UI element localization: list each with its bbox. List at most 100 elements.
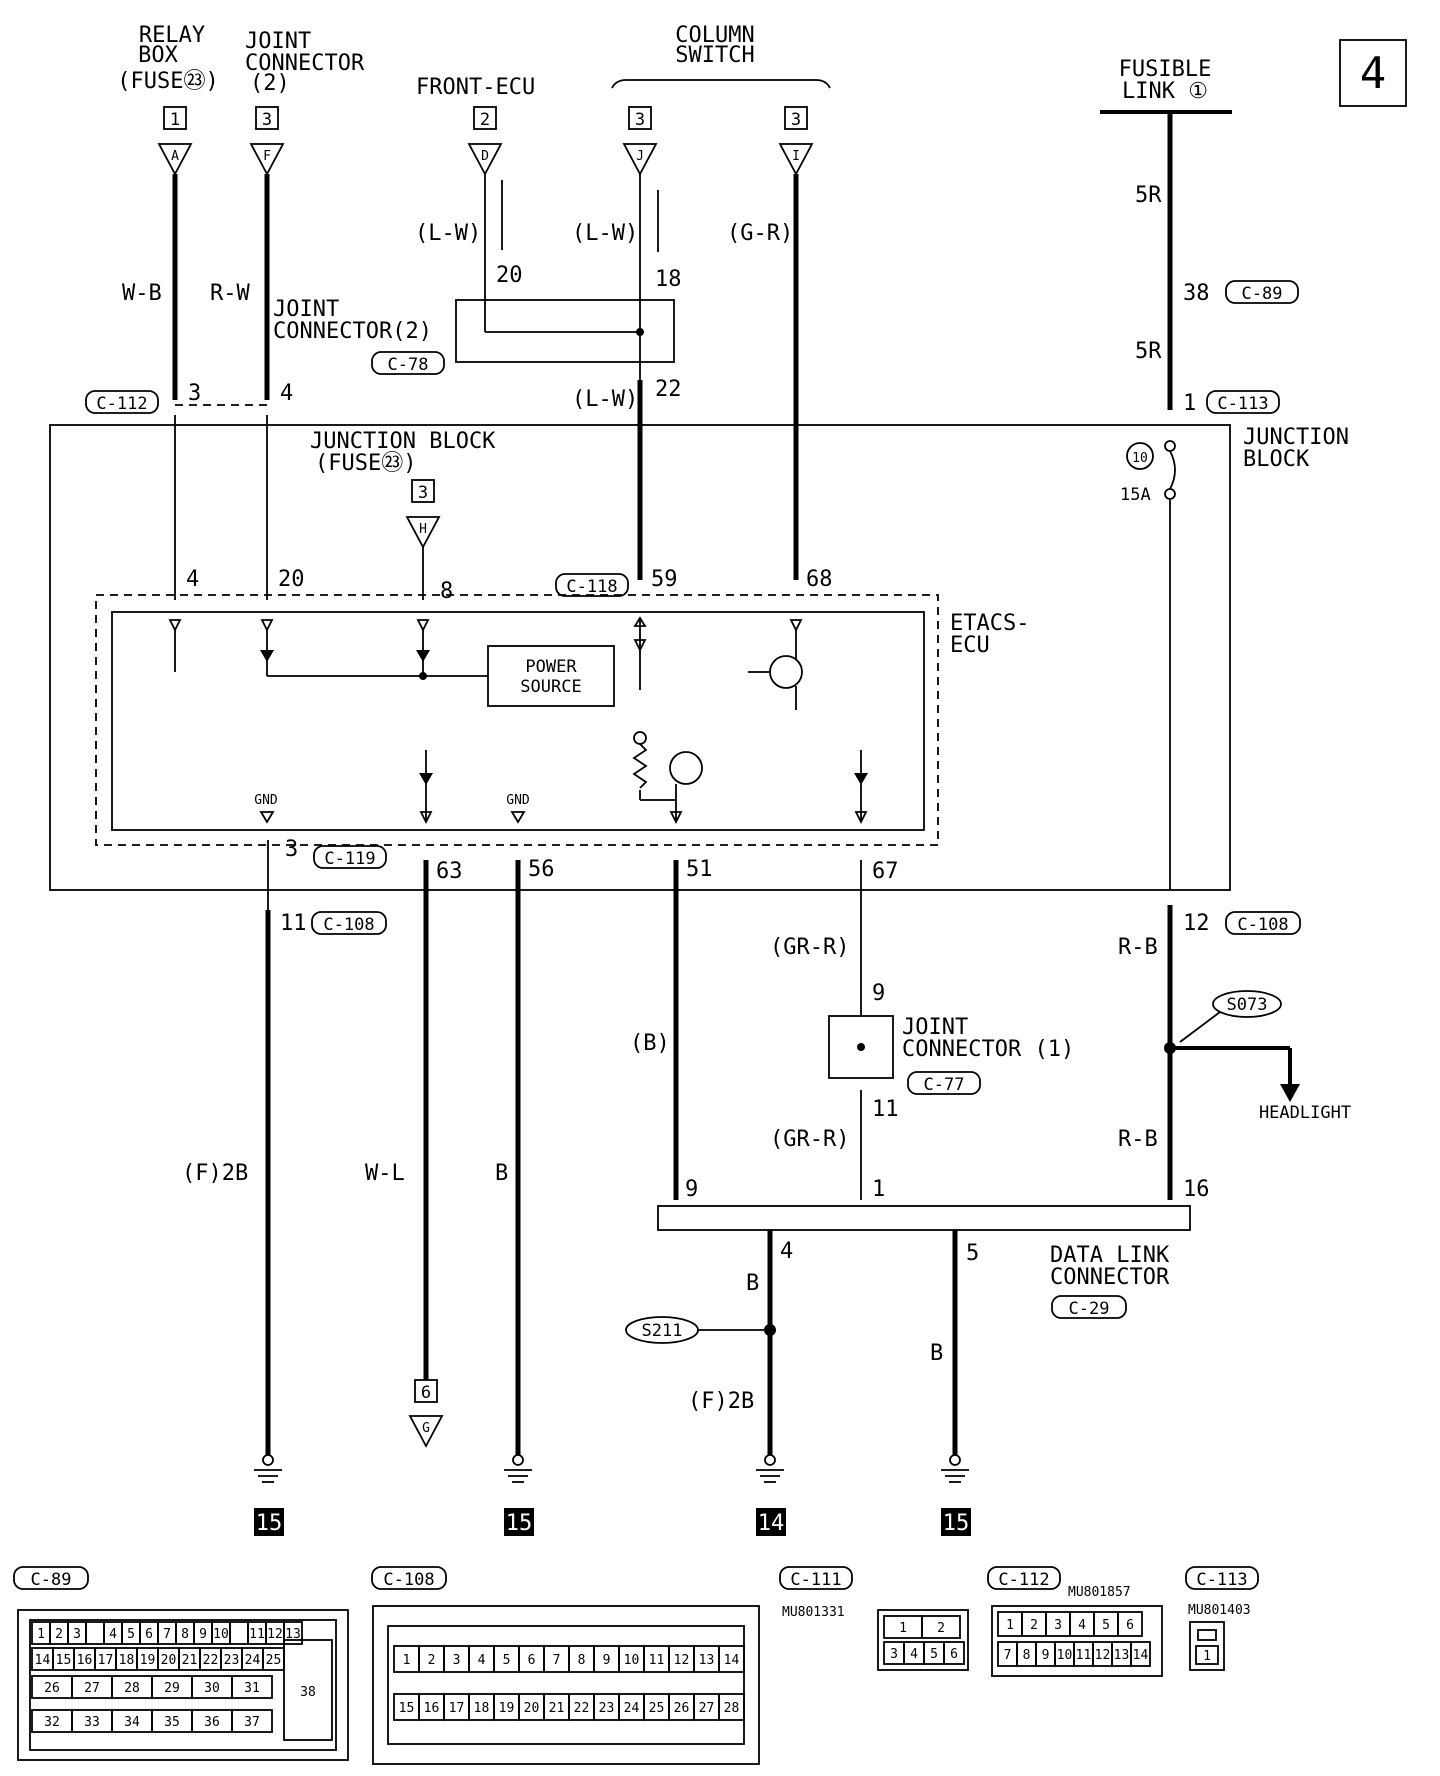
svg-text:C-108: C-108 bbox=[1237, 915, 1288, 935]
pin-cell bbox=[718, 1645, 745, 1673]
pin-label: 13 bbox=[1114, 1648, 1130, 1663]
svg-text:S073: S073 bbox=[1227, 995, 1268, 1015]
pin-label: 6 bbox=[950, 1647, 958, 1662]
svg-text:(L-W): (L-W) bbox=[572, 387, 638, 412]
svg-text:JOINT: JOINT bbox=[902, 1015, 968, 1040]
svg-text:5R: 5R bbox=[1135, 339, 1162, 364]
pin-label: 22 bbox=[574, 1701, 590, 1716]
svg-text:SOURCE: SOURCE bbox=[520, 677, 581, 697]
pin-label: 23 bbox=[224, 1653, 240, 1668]
wires bbox=[172, 112, 1300, 1455]
pin-label: 21 bbox=[549, 1701, 565, 1716]
etacs-ecu: ETACS- ECU POWER SOURCE GND GND bbox=[95, 594, 1029, 846]
svg-text:12: 12 bbox=[1183, 911, 1210, 936]
ref-front-ecu: 2 D bbox=[467, 106, 503, 176]
pin-label: 9 bbox=[603, 1653, 611, 1668]
svg-text:14: 14 bbox=[758, 1511, 785, 1536]
svg-text:3: 3 bbox=[285, 837, 298, 862]
svg-text:11: 11 bbox=[872, 1097, 899, 1122]
pin-label: 13 bbox=[285, 1627, 301, 1642]
svg-text:C-113: C-113 bbox=[1217, 394, 1268, 414]
svg-text:SWITCH: SWITCH bbox=[675, 43, 754, 68]
svg-text:15: 15 bbox=[943, 1511, 970, 1536]
pin-label: 7 bbox=[163, 1627, 171, 1642]
pin-label: 5 bbox=[503, 1653, 511, 1668]
svg-text:JUNCTION: JUNCTION bbox=[1243, 425, 1349, 450]
svg-text:C-119: C-119 bbox=[324, 849, 375, 869]
svg-text:JOINT: JOINT bbox=[273, 297, 339, 322]
svg-text:R-B: R-B bbox=[1118, 1127, 1158, 1152]
svg-text:1: 1 bbox=[872, 1177, 885, 1202]
pin-label: 6 bbox=[528, 1653, 536, 1668]
pin-label: 1 bbox=[403, 1653, 411, 1668]
relay-box-label: RELAY BOX (FUSE㉓) bbox=[117, 23, 218, 94]
svg-text:GND: GND bbox=[506, 793, 530, 808]
svg-text:15A: 15A bbox=[1120, 485, 1151, 505]
svg-text:I: I bbox=[792, 149, 800, 164]
pin-label: 6 bbox=[145, 1627, 153, 1642]
svg-text:C-108: C-108 bbox=[383, 1570, 434, 1590]
svg-text:ETACS-: ETACS- bbox=[950, 611, 1029, 636]
pin-label: 10 bbox=[213, 1627, 229, 1642]
svg-text:(GR-R): (GR-R) bbox=[770, 1127, 849, 1152]
svg-text:68: 68 bbox=[806, 567, 833, 592]
svg-text:FUSIBLE: FUSIBLE bbox=[1119, 57, 1212, 82]
pin-label: 33 bbox=[84, 1715, 100, 1730]
svg-text:POWER: POWER bbox=[525, 657, 577, 677]
svg-text:2: 2 bbox=[480, 110, 490, 130]
svg-text:1: 1 bbox=[1203, 1649, 1211, 1664]
pin-label: 22 bbox=[203, 1653, 219, 1668]
svg-text:(L-W): (L-W) bbox=[415, 221, 481, 246]
svg-text:MU801331: MU801331 bbox=[782, 1605, 845, 1620]
pin-label: 18 bbox=[119, 1653, 135, 1668]
pin-label: 19 bbox=[499, 1701, 515, 1716]
svg-text:R-W: R-W bbox=[210, 281, 250, 306]
fusible-link-label: FUSIBLE LINK ① bbox=[1100, 57, 1232, 114]
ref-column-switch-i: 3 I bbox=[778, 106, 814, 176]
svg-text:MU801403: MU801403 bbox=[1188, 1603, 1251, 1618]
pin-label: 26 bbox=[44, 1681, 60, 1696]
pin-cell bbox=[229, 1621, 249, 1645]
joint-connector-1: JOINT CONNECTOR (1) C-77 bbox=[828, 1015, 1074, 1095]
pin-label: 17 bbox=[449, 1701, 465, 1716]
pin-label: 16 bbox=[77, 1653, 93, 1668]
joint-connector-2: JOINT CONNECTOR(2) C-78 bbox=[273, 174, 675, 380]
svg-text:59: 59 bbox=[651, 567, 678, 592]
svg-text:67: 67 bbox=[872, 859, 899, 884]
svg-text:COLUMN: COLUMN bbox=[675, 23, 754, 48]
pin-label: 6 bbox=[1126, 1618, 1134, 1633]
pin-label: 10 bbox=[624, 1653, 640, 1668]
pin-cell bbox=[283, 1621, 303, 1645]
pin-label: 11 bbox=[649, 1653, 665, 1668]
pin-label: 4 bbox=[109, 1627, 117, 1642]
svg-text:63: 63 bbox=[436, 859, 463, 884]
pin-label: 14 bbox=[35, 1653, 51, 1668]
svg-text:3: 3 bbox=[262, 110, 272, 130]
pin-label: 30 bbox=[204, 1681, 220, 1696]
pin-label: 1 bbox=[37, 1627, 45, 1642]
svg-text:20: 20 bbox=[496, 263, 523, 288]
svg-text:56: 56 bbox=[528, 857, 555, 882]
svg-text:B: B bbox=[495, 1161, 508, 1186]
splice-s073: S073 HEADLIGHT bbox=[1179, 990, 1351, 1123]
svg-text:ECU: ECU bbox=[950, 633, 990, 658]
pin-label: 24 bbox=[245, 1653, 261, 1668]
svg-text:9: 9 bbox=[872, 981, 885, 1006]
pin-label: 29 bbox=[164, 1681, 180, 1696]
svg-text:6: 6 bbox=[421, 1383, 431, 1403]
pin-label: 36 bbox=[204, 1715, 220, 1730]
pin-label: 27 bbox=[699, 1701, 715, 1716]
svg-text:3: 3 bbox=[791, 110, 801, 130]
svg-text:CONNECTOR (1): CONNECTOR (1) bbox=[902, 1037, 1074, 1062]
pin-label: 15 bbox=[56, 1653, 72, 1668]
svg-text:1: 1 bbox=[170, 110, 180, 130]
svg-text:A: A bbox=[171, 149, 179, 164]
pin-label: 35 bbox=[164, 1715, 180, 1730]
svg-text:18: 18 bbox=[655, 267, 682, 292]
svg-text:W-B: W-B bbox=[122, 281, 162, 306]
pin-label: 8 bbox=[578, 1653, 586, 1668]
pin-label: 10 bbox=[1057, 1648, 1073, 1663]
svg-text:8: 8 bbox=[440, 579, 453, 604]
